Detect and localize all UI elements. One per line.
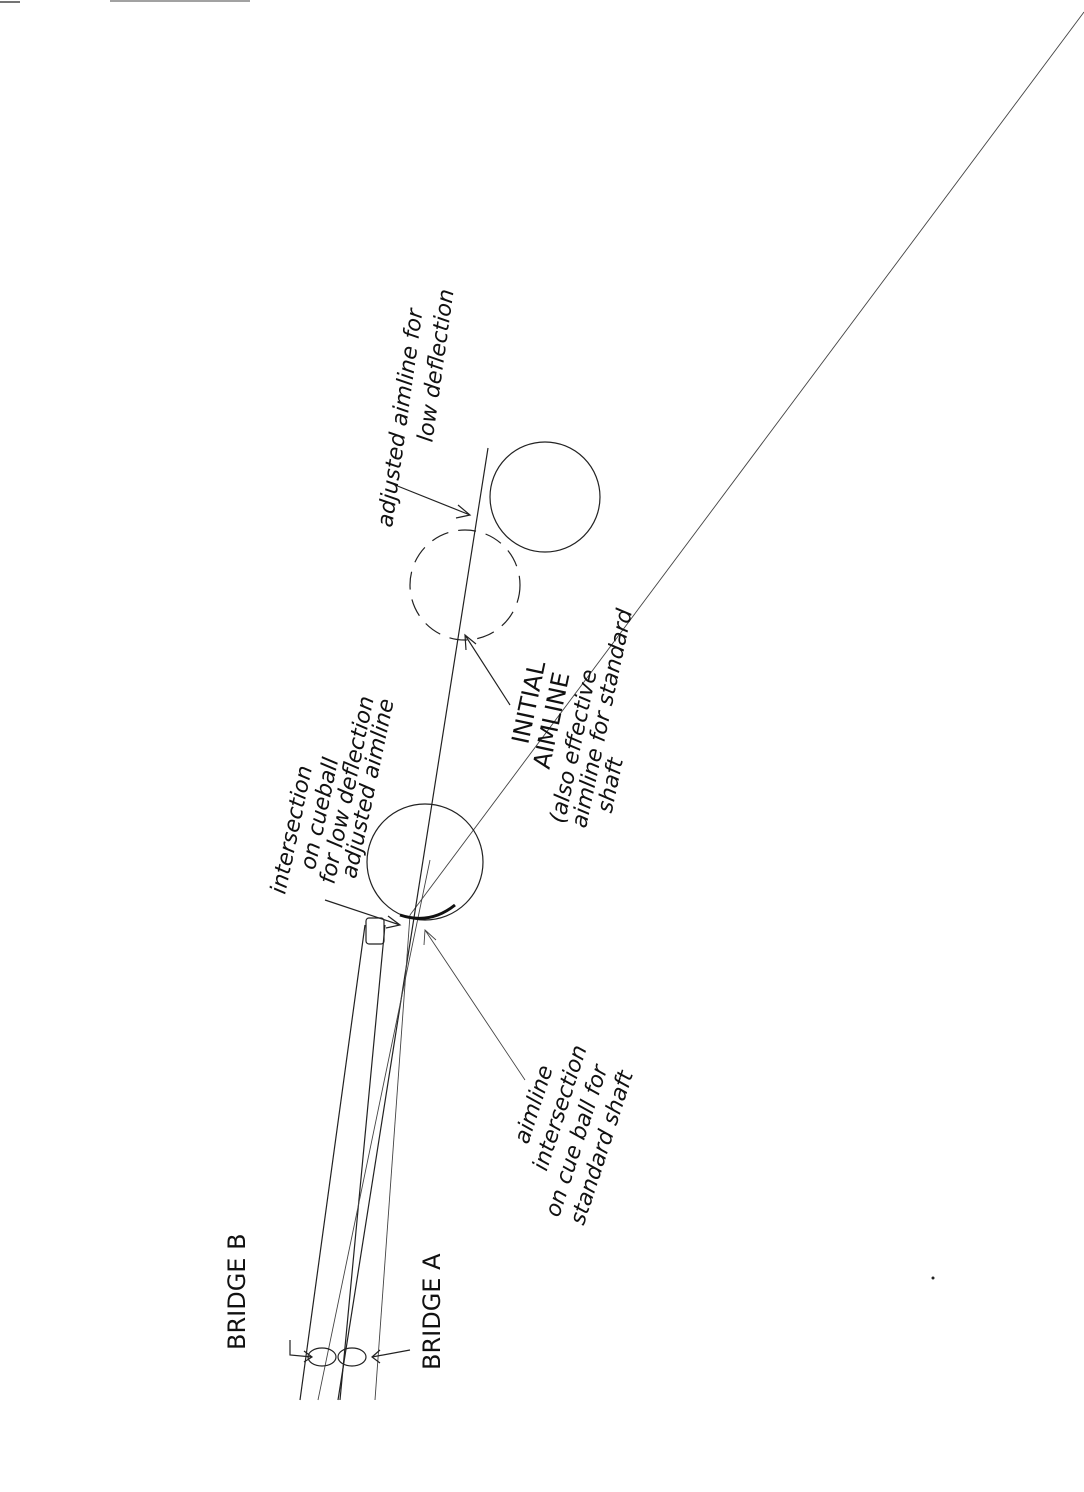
cue-ball-contact-mark	[399, 903, 456, 920]
speck	[931, 1276, 935, 1280]
arrow-bridge-a	[371, 1349, 411, 1364]
label-adjusted-aimline: adjusted aimline for low deflection	[373, 288, 459, 529]
cue-tip	[365, 917, 385, 945]
initial-aimline	[337, 447, 489, 1401]
low-deflection-line	[317, 859, 431, 1401]
arrow-intersection-low	[324, 899, 402, 929]
arrow-initial-aimline	[464, 633, 511, 706]
ghost-ball	[409, 529, 521, 641]
arrow-intersection-standard	[423, 929, 526, 1081]
label-bridge-b: BRIDGE B	[223, 1233, 251, 1350]
arrow-bridge-b	[289, 1340, 314, 1363]
label-initial-aimline: INITIAL AIMLINE (also effective aimline …	[506, 606, 638, 830]
cue-line-a	[339, 924, 386, 1401]
bridge-a-marker	[337, 1347, 367, 1367]
arrow-adjusted-aimline	[394, 484, 472, 519]
cue-line-b	[299, 924, 366, 1401]
cue-ball	[366, 803, 484, 921]
label-intersection-low-deflection: intersection on cueball for low deflecti…	[266, 694, 399, 896]
adjusted-aimline	[409, 11, 1084, 916]
label-bridge-a: BRIDGE A	[418, 1253, 446, 1370]
cue-line-right	[374, 914, 411, 1401]
object-ball	[489, 441, 601, 553]
